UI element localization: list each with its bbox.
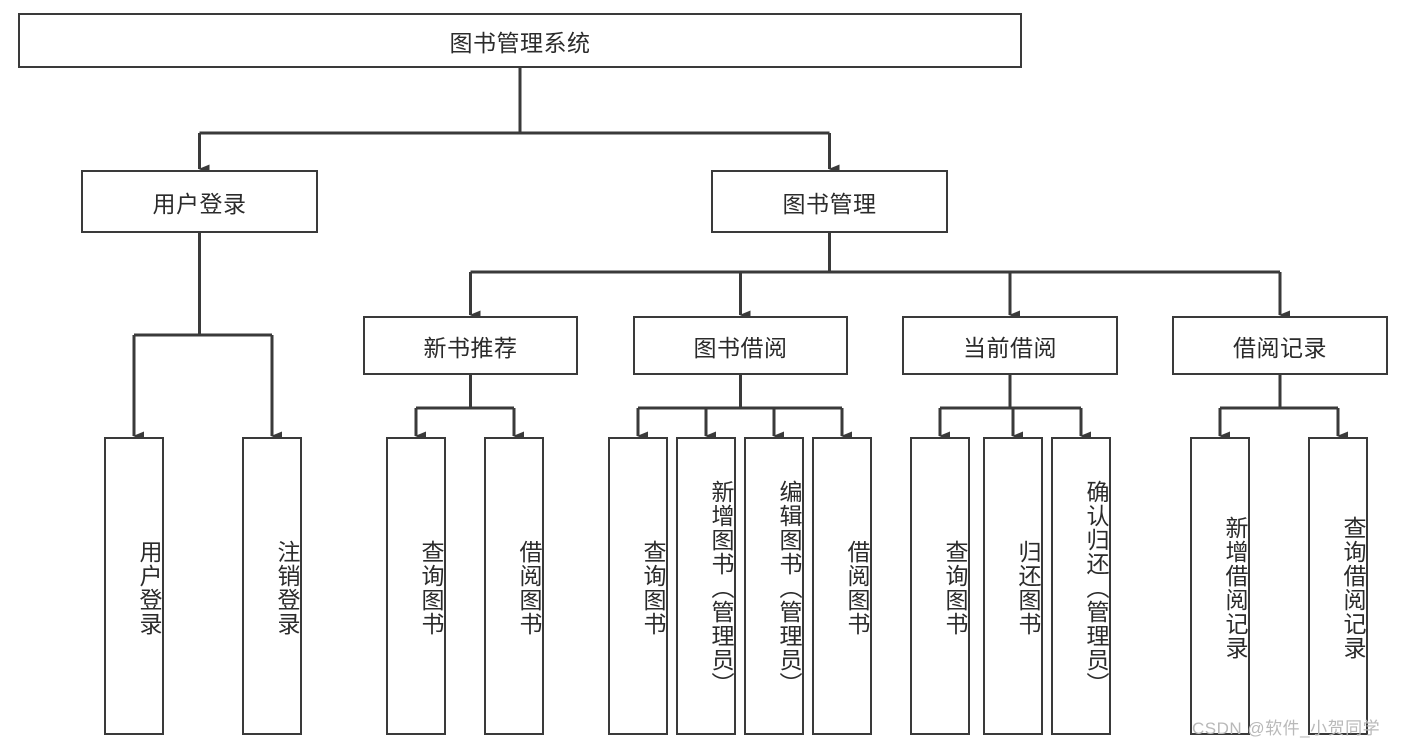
node-leaf-bb-query-book[interactable]: 查询图书 <box>608 437 668 735</box>
node-leaf-br-add-record[interactable]: 新增借阅记录 <box>1190 437 1250 735</box>
node-leaf-rec-query-book[interactable]: 查询图书 <box>386 437 446 735</box>
node-leaf-cb-confirm-return[interactable]: 确认归还（管理员） <box>1051 437 1111 735</box>
node-leaf-rec-borrow-book[interactable]: 借阅图书 <box>484 437 544 735</box>
node-book-borrow[interactable]: 图书借阅 <box>633 316 848 375</box>
node-leaf-cb-query-book[interactable]: 查询图书 <box>910 437 970 735</box>
node-leaf-bb-borrow-book[interactable]: 借阅图书 <box>812 437 872 735</box>
node-current-borrow[interactable]: 当前借阅 <box>902 316 1118 375</box>
node-leaf-bb-add-book[interactable]: 新增图书（管理员） <box>676 437 736 735</box>
node-root[interactable]: 图书管理系统 <box>18 13 1022 68</box>
node-new-book-recommend[interactable]: 新书推荐 <box>363 316 578 375</box>
node-leaf-user-login[interactable]: 用户登录 <box>104 437 164 735</box>
node-leaf-logout[interactable]: 注销登录 <box>242 437 302 735</box>
node-leaf-bb-edit-book[interactable]: 编辑图书（管理员） <box>744 437 804 735</box>
csdn-watermark: CSDN @软件_小贺同学 <box>1192 719 1381 738</box>
node-book-manage[interactable]: 图书管理 <box>711 170 948 233</box>
node-borrow-record[interactable]: 借阅记录 <box>1172 316 1388 375</box>
node-leaf-cb-return-book[interactable]: 归还图书 <box>983 437 1043 735</box>
node-user-login[interactable]: 用户登录 <box>81 170 318 233</box>
node-leaf-br-query-record[interactable]: 查询借阅记录 <box>1308 437 1368 735</box>
